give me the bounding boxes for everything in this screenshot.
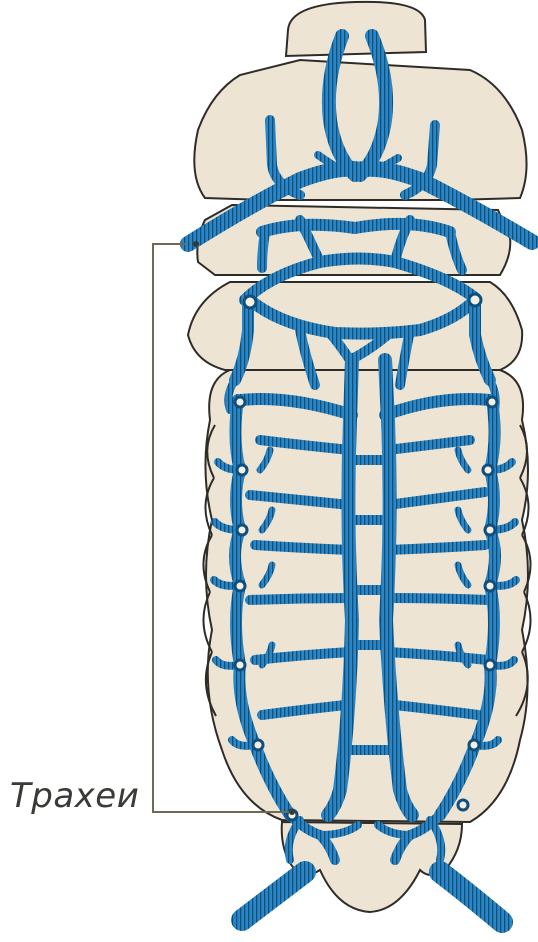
- spiracle: [487, 397, 497, 407]
- spiracle: [244, 296, 256, 308]
- spiracle: [485, 581, 495, 591]
- spiracle: [458, 800, 468, 810]
- tracheae-label: Трахеи: [10, 776, 139, 816]
- spiracle: [235, 660, 245, 670]
- spiracle: [469, 740, 479, 750]
- pointer-dot: [193, 241, 199, 247]
- head-segment: [286, 2, 426, 56]
- spiracle: [483, 465, 493, 475]
- spiracle: [237, 465, 247, 475]
- tail-cercus-left: [242, 872, 305, 920]
- spiracle: [485, 660, 495, 670]
- spiracle: [253, 740, 263, 750]
- spiracle: [235, 397, 245, 407]
- pointer-dot: [289, 809, 295, 815]
- spiracle: [485, 525, 495, 535]
- spiracle: [469, 294, 481, 306]
- spiracle: [237, 525, 247, 535]
- spiracle: [235, 581, 245, 591]
- tail-cercus-right: [440, 872, 502, 922]
